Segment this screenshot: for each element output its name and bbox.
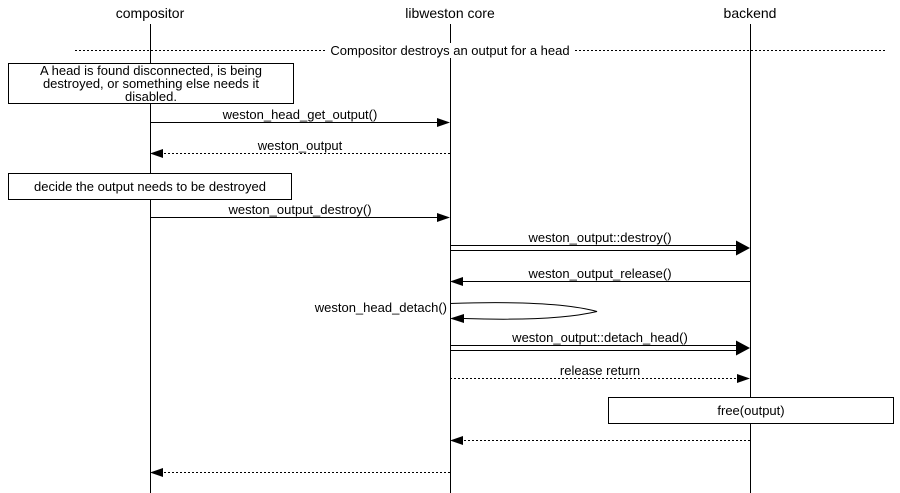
arrow-weston-output-release <box>450 277 750 286</box>
arrow-release-return <box>450 374 750 383</box>
arrowhead-left-icon <box>450 436 463 445</box>
arrow-weston-output-return <box>150 149 450 158</box>
arrowhead-left-icon <box>150 468 163 477</box>
note-line: free(output) <box>717 403 785 418</box>
message-label-weston-head-get-output: weston_head_get_output() <box>222 107 378 122</box>
message-label-weston-output-release: weston_output_release() <box>528 266 672 281</box>
note-line: decide the output needs to be destroyed <box>33 179 266 194</box>
arrowhead-left-icon <box>450 314 464 323</box>
arrow-weston-output-detach-head <box>450 340 750 356</box>
actor-label-backend: backend <box>723 5 777 21</box>
actor-label-compositor: compositor <box>115 5 185 21</box>
note-head-disconnected: A head is found disconnected, is being d… <box>8 63 294 104</box>
message-label-weston-output-destroy-vfunc: weston_output::destroy() <box>528 230 672 245</box>
arrow-weston-output-destroy-vfunc <box>450 240 750 256</box>
note-free-output: free(output) <box>608 397 894 424</box>
arrow-weston-head-get-output <box>150 118 450 127</box>
message-label-release-return: release return <box>559 363 641 378</box>
arrowhead-right-icon <box>437 118 450 127</box>
message-label-weston-output: weston_output <box>257 138 343 153</box>
note-line: A head is found disconnected, is being <box>40 63 262 78</box>
arrow-return-backend-to-core <box>450 436 750 445</box>
message-label-weston-output-destroy: weston_output_destroy() <box>228 202 372 217</box>
arrowhead-right-icon <box>736 240 750 256</box>
message-label-weston-output-detach-head: weston_output::detach_head() <box>512 330 688 345</box>
note-decide-destroy: decide the output needs to be destroyed <box>8 173 292 200</box>
arrowhead-left-icon <box>150 149 163 158</box>
arrowhead-right-icon <box>437 213 450 222</box>
divider-title: Compositor destroys an output for a head <box>325 43 575 58</box>
arrow-weston-output-destroy <box>150 213 450 222</box>
arrowhead-left-icon <box>450 277 463 286</box>
note-line: disabled. <box>124 89 178 104</box>
arrow-weston-head-detach-self-loop <box>449 302 598 323</box>
arrowhead-right-icon <box>737 374 750 383</box>
arrow-return-core-to-compositor <box>150 468 450 477</box>
self-loop-path <box>449 302 598 320</box>
note-line: destroyed, or something else needs it <box>42 76 260 91</box>
message-label-weston-head-detach: weston_head_detach() <box>314 300 447 315</box>
arrowhead-right-icon <box>736 340 750 356</box>
actor-label-libweston-core: libweston core <box>405 5 495 21</box>
